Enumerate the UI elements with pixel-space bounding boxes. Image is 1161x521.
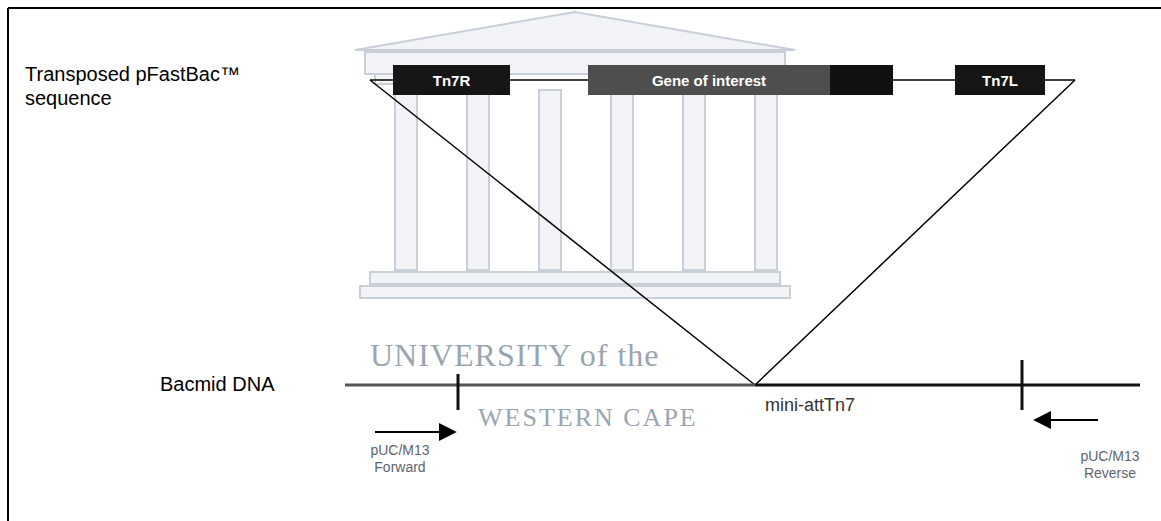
box-label: Gene of interest	[652, 72, 766, 89]
primer-site-tick	[1021, 360, 1024, 410]
element-box: Tn7R	[393, 65, 510, 95]
gene-end-block	[830, 65, 893, 95]
primer-label: pUC/M13 Reverse	[1068, 448, 1152, 482]
bacmid-line	[345, 384, 755, 387]
primer-label: pUC/M13 Forward	[360, 442, 440, 476]
box-label: Tn7L	[982, 72, 1018, 89]
sequence-title: Transposed pFastBac™ sequence	[25, 62, 275, 110]
gene-box: Gene of interest	[588, 65, 830, 95]
element-box: Tn7L	[955, 65, 1045, 95]
bacmid-line	[755, 384, 1140, 387]
frame-line	[8, 7, 1161, 9]
primer-arrow	[375, 431, 455, 433]
watermark-building	[355, 12, 795, 298]
box-label: Tn7R	[433, 72, 471, 89]
watermark-text: WESTERN CAPE	[478, 402, 698, 433]
insertion-line	[755, 80, 1075, 385]
dna-label: Bacmid DNA	[160, 372, 274, 396]
site-label: mini-attTn7	[765, 395, 855, 417]
frame-line	[7, 8, 9, 521]
watermark-text: UNIVERSITY of the	[368, 336, 662, 374]
primer-arrow	[1035, 419, 1098, 421]
